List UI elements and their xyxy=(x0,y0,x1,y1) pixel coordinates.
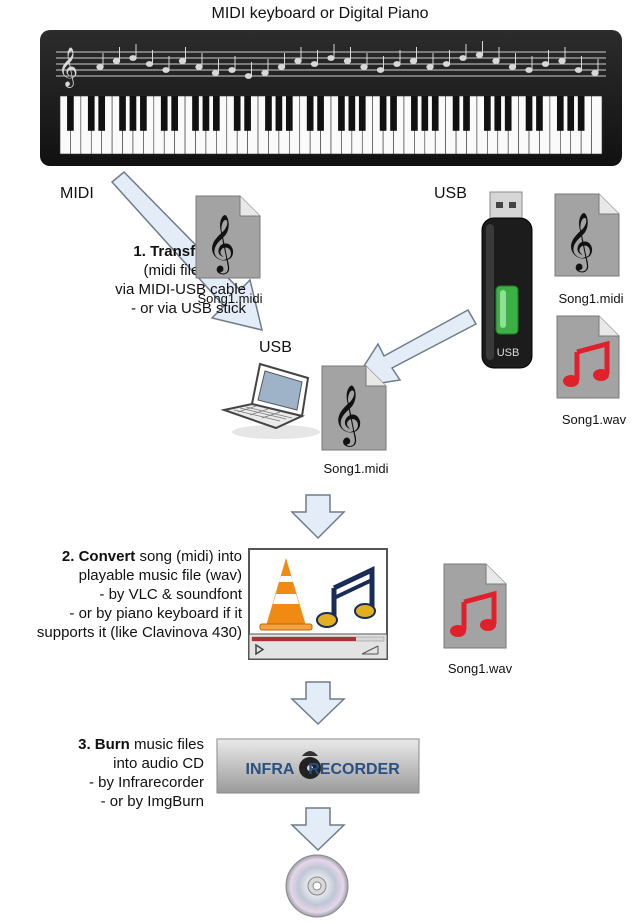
wav-file-icon-convert xyxy=(443,563,507,649)
midi-file-name-mid: Song1.midi xyxy=(197,291,263,306)
piano-keyboard: 𝄞 xyxy=(40,30,622,166)
black-key xyxy=(317,96,324,131)
black-key xyxy=(556,96,564,131)
midi-transfer-arrow xyxy=(110,170,264,332)
black-key xyxy=(129,96,137,131)
black-key xyxy=(379,96,387,131)
black-key xyxy=(202,96,210,131)
black-key xyxy=(338,96,345,131)
black-key xyxy=(233,96,241,131)
black-key xyxy=(244,96,251,131)
step3-text: 3. Burn music files into audio CD - by I… xyxy=(78,736,204,810)
black-key xyxy=(525,96,533,131)
step3-heading: 3. Burn xyxy=(78,736,130,753)
black-key xyxy=(160,96,168,131)
usb-stick-label: USB xyxy=(497,347,520,359)
black-key xyxy=(484,96,491,131)
black-key xyxy=(275,96,283,131)
black-key xyxy=(567,96,575,131)
black-key xyxy=(390,96,397,131)
black-key xyxy=(358,96,366,131)
midi-label: MIDI xyxy=(60,185,94,202)
wav-file-icon-right xyxy=(556,315,620,399)
treble-clef-icon: 𝄞 xyxy=(58,47,78,88)
black-key xyxy=(171,96,178,131)
black-key xyxy=(119,96,126,131)
svg-text:𝄞: 𝄞 xyxy=(332,385,363,447)
black-key xyxy=(421,96,429,131)
infrarecorder-logo: INFRA RECORDER xyxy=(216,738,420,794)
music-notes-icon xyxy=(316,566,376,628)
black-key xyxy=(213,96,220,131)
black-key xyxy=(504,96,512,131)
svg-text:𝄞: 𝄞 xyxy=(565,212,595,273)
black-key xyxy=(285,96,293,131)
black-key xyxy=(463,96,470,131)
down-arrow-1 xyxy=(290,494,346,540)
down-arrow-3 xyxy=(290,807,346,852)
svg-text:𝄞: 𝄞 xyxy=(206,214,236,275)
laptop-icon xyxy=(220,362,320,439)
down-arrow-2 xyxy=(290,681,346,726)
usb-label-laptop: USB xyxy=(259,339,292,356)
cd-icon xyxy=(285,854,349,918)
black-key xyxy=(265,96,272,131)
step2-text: 2. Convert song (midi) into playable mus… xyxy=(36,548,242,641)
step1-heading: 1. Transfer xyxy=(133,243,210,260)
logo-infra-text: INFRA xyxy=(246,761,295,778)
black-key xyxy=(192,96,199,131)
black-key xyxy=(536,96,543,131)
midi-file-name-laptop: Song1.midi xyxy=(323,461,389,476)
wav-file-name-convert: Song1.wav xyxy=(447,661,513,676)
black-key xyxy=(494,96,502,131)
black-key xyxy=(411,96,418,131)
play-icon xyxy=(255,643,265,656)
diagram-title: MIDI keyboard or Digital Piano xyxy=(211,5,429,22)
usb-stick-icon: USB xyxy=(481,191,533,369)
midi-file-icon-right: 𝄞 xyxy=(554,193,620,277)
logo-recorder-text: RECORDER xyxy=(308,761,400,778)
wav-file-name-right: Song1.wav xyxy=(561,412,627,427)
black-key xyxy=(98,96,106,131)
volume-icon xyxy=(361,645,379,655)
black-key xyxy=(577,96,585,131)
midi-file-name-right: Song1.midi xyxy=(558,291,624,306)
midi-file-icon-laptop: 𝄞 xyxy=(321,365,387,451)
black-key xyxy=(67,96,74,131)
black-key xyxy=(306,96,314,131)
usb-label-top: USB xyxy=(434,185,467,202)
midi-file-icon: 𝄞 xyxy=(195,195,261,279)
vlc-cone-icon xyxy=(259,558,313,631)
vlc-player-window xyxy=(248,548,388,660)
white-key xyxy=(591,95,603,155)
black-key xyxy=(452,96,460,131)
black-key xyxy=(87,96,95,131)
step2-heading: 2. Convert xyxy=(61,548,136,565)
black-key xyxy=(431,96,439,131)
black-key xyxy=(348,96,356,131)
step1-text: 1. Transfer song (midi file) to PC via M… xyxy=(115,243,246,317)
black-key xyxy=(140,96,147,131)
